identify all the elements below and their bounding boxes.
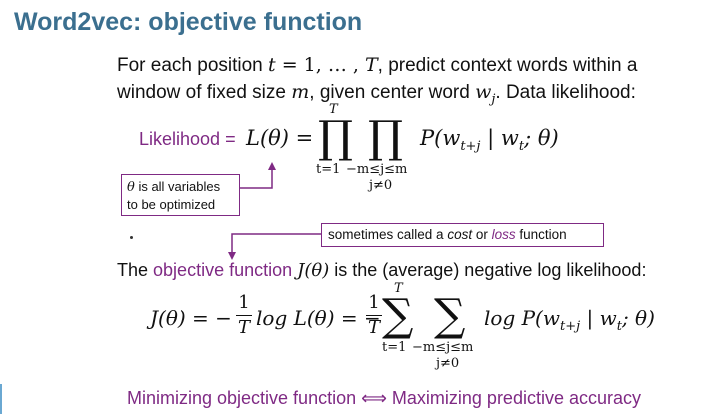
prod2-condition: j≠0 xyxy=(369,178,393,193)
fraction-1-over-T-a: 1 T xyxy=(236,292,252,339)
objective-sentence: The objective function J(θ) is the (aver… xyxy=(117,260,647,281)
math-m: m xyxy=(291,81,310,103)
math-T: T xyxy=(364,54,378,76)
intro-text: For each position xyxy=(117,55,269,76)
cost-arrowhead xyxy=(228,252,236,260)
prod1-upper-limit: T xyxy=(329,102,338,117)
cost-connector xyxy=(231,233,322,254)
fraction-1-over-T-b: 1 T xyxy=(366,292,382,339)
intro-line-2: window of fixed size m, given center wor… xyxy=(117,79,677,113)
objective-term: log P(wt+j | wt; θ) xyxy=(484,306,655,334)
theta-arrowhead xyxy=(268,162,276,170)
prod1-lower-limit: t=1 xyxy=(316,162,341,177)
prod2-lower-limit: −m≤j≤m xyxy=(346,162,408,177)
objective-lhs: J(θ) = − xyxy=(150,306,232,330)
sum1-lower-limit: t=1 xyxy=(382,340,407,355)
theta-note-line-2: to be optimized xyxy=(127,197,216,212)
math-t: t xyxy=(268,54,276,76)
product-symbol-2: ∏ xyxy=(368,112,404,163)
slide-title: Word2vec: objective function xyxy=(14,8,363,36)
intro-text: window of fixed size xyxy=(117,82,292,103)
likelihood-label: Likelihood = xyxy=(139,129,236,149)
sum2-lower-limit: −m≤j≤m xyxy=(412,340,474,355)
math-w: w xyxy=(475,81,492,103)
product-symbol-1: ∏ xyxy=(318,112,354,163)
sum-symbol-2: ∑ xyxy=(434,290,466,341)
intro-text: . Data likelihood: xyxy=(495,82,636,103)
sum-symbol-1: ∑ xyxy=(382,290,414,341)
math-j: j xyxy=(491,91,496,107)
objective-log-likelihood: log L(θ) = − xyxy=(256,306,381,330)
stray-dot xyxy=(130,236,133,239)
theta-note-box: θ is all variables to be optimized xyxy=(121,174,240,216)
left-accent-rule xyxy=(0,384,2,414)
sum1-upper-limit: T xyxy=(394,281,403,296)
bottom-conclusion: Minimizing objective function ⟺ Maximizi… xyxy=(127,388,641,408)
intro-text: , predict context words within a xyxy=(377,55,638,76)
objective-function-term: objective function xyxy=(153,260,293,280)
theta-note-line-1: θ is all variables xyxy=(127,179,221,195)
intro-paragraph: For each position t = 1, … , T, predict … xyxy=(117,52,677,113)
math-range: = 1, … , xyxy=(275,54,365,76)
cost-note-box: sometimes called a cost or loss function xyxy=(321,223,604,247)
intro-text: , given center word xyxy=(309,82,476,103)
intro-line-1: For each position t = 1, … , T, predict … xyxy=(117,52,677,79)
theta-connector xyxy=(240,168,273,189)
likelihood-lhs: L(θ) = xyxy=(246,126,314,150)
sum2-condition: j≠0 xyxy=(436,356,460,371)
likelihood-term: P(wt+j | wt; θ) xyxy=(420,126,559,155)
math-J-theta: J(θ) xyxy=(297,260,330,281)
